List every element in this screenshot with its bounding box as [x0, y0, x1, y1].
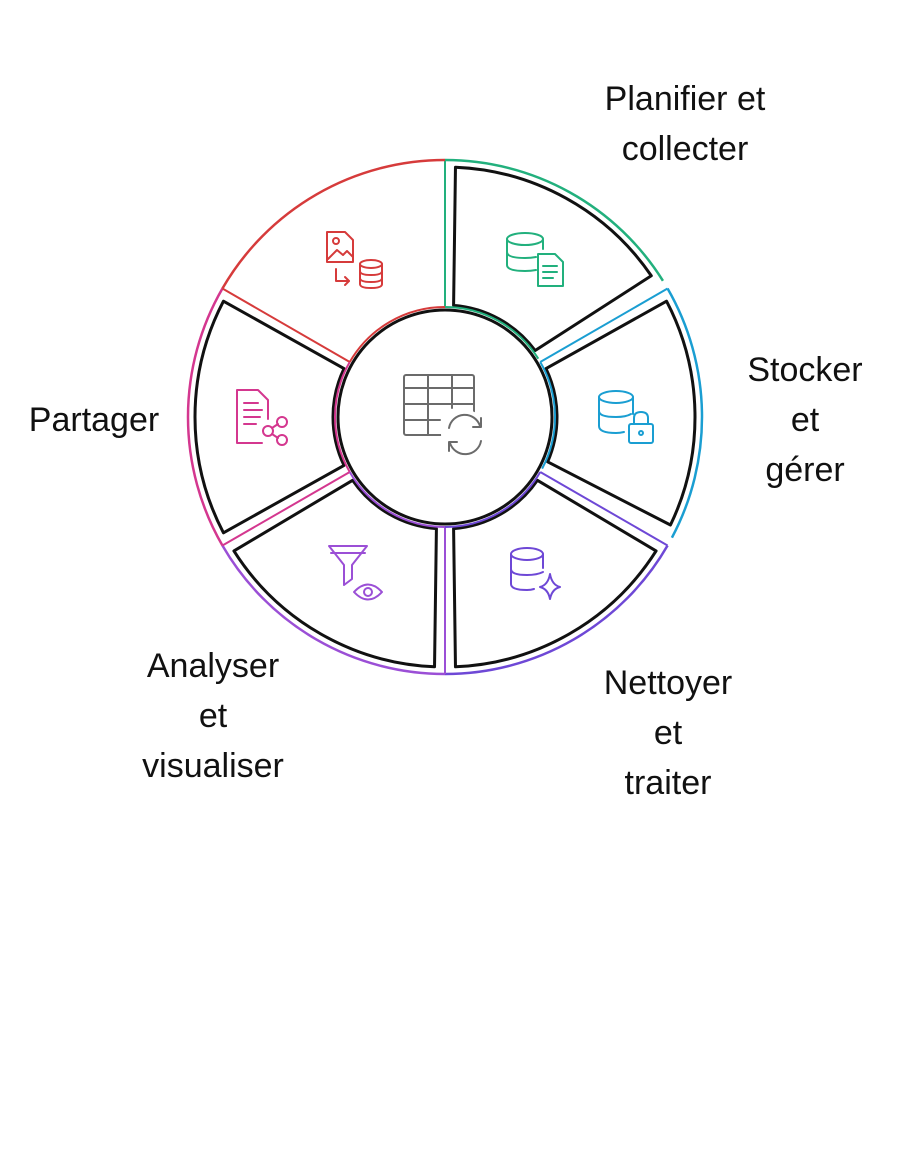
outer-ring — [186, 158, 704, 676]
label-line: et — [790, 401, 820, 439]
separator-top — [221, 287, 351, 363]
separator-clean — [539, 471, 669, 547]
label-line: traiter — [624, 764, 712, 802]
outer-arc-store — [666, 287, 704, 539]
outer-arc-clean — [444, 544, 669, 676]
inner-arc-share — [334, 361, 351, 473]
label-line: Partager — [28, 401, 160, 439]
label-line: Analyser — [146, 647, 280, 685]
label-line: et — [653, 714, 683, 752]
image-to-database-icon — [326, 231, 383, 289]
separator-share — [221, 471, 351, 547]
filter-eye-icon — [328, 545, 383, 601]
label-plan-collect: Planifier et collecter — [560, 74, 810, 174]
outer-arc-share — [186, 287, 224, 547]
label-line: gérer — [765, 451, 845, 489]
database-lock-icon — [598, 390, 654, 444]
inner-ring — [334, 306, 556, 528]
separator-store — [539, 287, 669, 363]
segment-share — [193, 299, 346, 535]
database-document-icon — [506, 232, 564, 287]
outer-arc-top — [221, 158, 446, 290]
inner-arc-analyze — [348, 471, 446, 528]
label-analyze-visualize: Analyser et visualiser — [108, 641, 318, 791]
label-share: Partager — [8, 395, 180, 445]
segment-plan — [452, 165, 653, 353]
table-sync-icon — [403, 374, 489, 458]
inner-arc-top — [348, 306, 446, 363]
database-sparkle-icon — [510, 547, 561, 600]
label-line: Stocker — [747, 351, 863, 389]
inner-arc-store — [539, 361, 556, 470]
outer-arc-analyze — [221, 544, 446, 676]
label-line: et — [198, 697, 228, 735]
center-hub — [336, 308, 554, 526]
segment-clean — [452, 478, 658, 669]
inner-arc-plan — [444, 306, 540, 360]
label-line: collecter — [621, 130, 749, 168]
segment-group — [193, 165, 697, 669]
label-line: Nettoyer — [603, 664, 733, 702]
inner-arc-clean — [444, 471, 542, 528]
label-store-manage: Stocker et gérer — [715, 345, 895, 495]
segment-store — [544, 299, 697, 527]
document-share-icon — [236, 389, 288, 446]
segment-analyze — [232, 478, 438, 669]
label-clean-process: Nettoyer et traiter — [568, 658, 768, 808]
label-line: visualiser — [142, 747, 284, 785]
outer-arc-plan — [444, 158, 665, 282]
label-line: Planifier et — [604, 80, 766, 118]
